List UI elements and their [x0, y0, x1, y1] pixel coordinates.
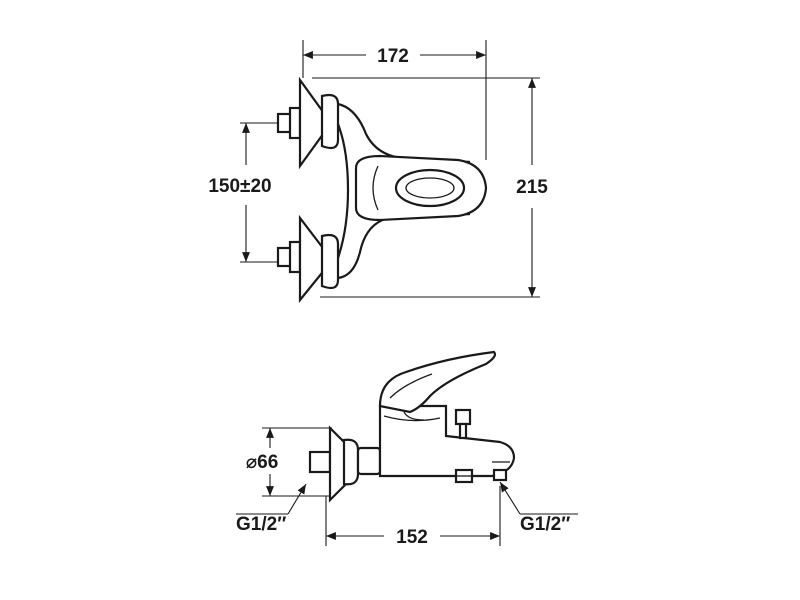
outlet-thread-label: G1/2″ — [520, 514, 570, 535]
faucet-side-outline — [308, 350, 516, 503]
faucet-top-outline — [276, 76, 488, 304]
diameter-dimension: ⌀66 — [246, 428, 279, 496]
inlet-thread-label: G1/2″ — [236, 514, 286, 535]
center-distance-dimension: 152 — [325, 486, 501, 548]
top-view: 172 215 150±20 — [208, 40, 548, 304]
diameter-dimension-label: ⌀66 — [246, 452, 279, 473]
side-view: ⌀66 — [236, 350, 578, 548]
spacing-dimension-label: 150±20 — [208, 176, 271, 197]
inlet-thread-callout: G1/2″ — [236, 483, 307, 535]
outlet-thread-callout: G1/2″ — [499, 481, 578, 535]
height-dimension: 215 — [516, 78, 548, 297]
center-distance-label: 152 — [396, 527, 428, 548]
height-dimension-label: 215 — [516, 177, 548, 198]
width-dimension-label: 172 — [377, 46, 409, 67]
spacing-dimension: 150±20 — [208, 123, 272, 262]
width-dimension: 172 — [303, 46, 486, 67]
